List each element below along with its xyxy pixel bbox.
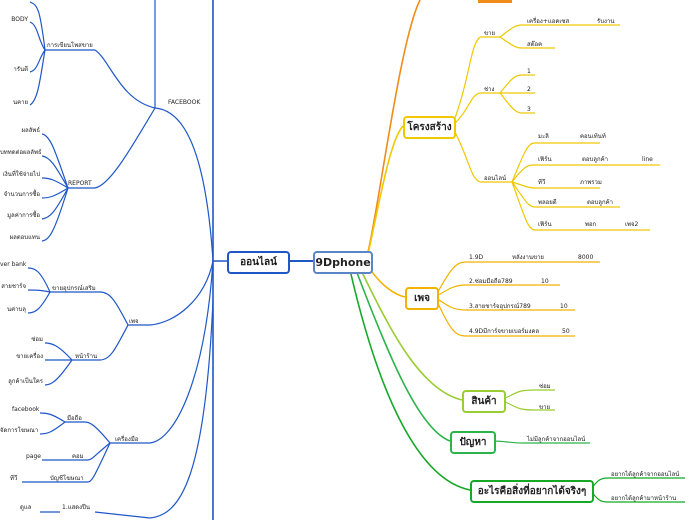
- ads-account-label[interactable]: บัญชีโฆษณา: [50, 475, 84, 482]
- page-row-name[interactable]: 3.สายชาร์จอุปกรณ์789: [469, 303, 531, 310]
- goal-item[interactable]: อยากได้ลูกค้าจากออนไลน์: [611, 471, 680, 478]
- writing-item[interactable]: ารันตี: [13, 66, 28, 73]
- page-row-val[interactable]: 50: [562, 328, 570, 335]
- problem-node[interactable]: ปัญหา: [450, 431, 496, 454]
- accessories-item[interactable]: ver bank: [0, 261, 27, 268]
- team-role[interactable]: คอนเท้นท์: [580, 133, 606, 140]
- facebook-label[interactable]: FACEBOOK: [168, 99, 201, 106]
- accessories-item[interactable]: นค่าบลุ: [7, 306, 26, 313]
- report-item[interactable]: จำนวนการซื้อ: [3, 191, 40, 198]
- team-role[interactable]: ภาพรวม: [580, 179, 602, 186]
- goals-node[interactable]: อะไรคือสิ่งที่อยากได้จริงๆ: [470, 480, 594, 503]
- mobile-label[interactable]: มือถือ: [67, 415, 82, 422]
- pages-node[interactable]: เพจ: [405, 287, 439, 310]
- team-channel[interactable]: line: [642, 156, 653, 163]
- bottom-branch-label[interactable]: 1.แสดงปืน: [62, 504, 90, 511]
- mobile-item[interactable]: facebook: [12, 406, 40, 413]
- team-role[interactable]: ตอบลูกค้า: [587, 199, 614, 206]
- goal-item[interactable]: อยากได้ลูกค้ามาหน้าร้าน: [611, 495, 677, 502]
- page-left-label[interactable]: เพจ: [129, 318, 139, 325]
- storefront-item[interactable]: ลูกค้าเป็นใคร: [8, 378, 43, 385]
- computer-item[interactable]: page: [26, 453, 41, 460]
- report-item[interactable]: ผลตอบแทน: [9, 234, 40, 241]
- team-member[interactable]: ทีวี: [538, 179, 546, 186]
- problem-item[interactable]: ไม่มีลูกค้าจากออนไลน์: [527, 436, 586, 443]
- report-item[interactable]: มูลค่าการซื้อ: [7, 212, 40, 219]
- mobile-item[interactable]: จัดการโฆษณา: [0, 427, 39, 434]
- sales-label[interactable]: ขาย: [484, 30, 495, 37]
- root-node[interactable]: 9Dphone: [313, 251, 373, 274]
- tech-item[interactable]: 1: [527, 68, 531, 75]
- ads-account-item[interactable]: ทีวี: [10, 475, 18, 482]
- tech-item[interactable]: 2: [527, 86, 531, 93]
- tools-label[interactable]: เครื่องมือ: [115, 436, 139, 443]
- report-item[interactable]: เงินที่ใช้จ่ายไป: [2, 171, 40, 178]
- product-item[interactable]: ขาย: [539, 404, 550, 411]
- writing-label[interactable]: การเขียนโพสขาย: [47, 42, 93, 49]
- storefront-item[interactable]: ขายเครื่อง: [16, 353, 43, 360]
- page-row-mid[interactable]: หลังงานขาย: [512, 254, 544, 261]
- team-member[interactable]: มะลิ: [538, 133, 549, 140]
- storefront-item[interactable]: ซ่อม: [31, 336, 43, 343]
- sales-item[interactable]: เครื่อง+แอคเซส: [527, 18, 570, 25]
- product-node[interactable]: สินค้า: [462, 390, 506, 413]
- page-row-name[interactable]: 4.9Dมีการ์จขายเบอร์มงคล: [469, 328, 540, 335]
- team-member[interactable]: เฟิร์น: [538, 156, 552, 163]
- page-row-val[interactable]: 10: [541, 278, 549, 285]
- sales-item[interactable]: สต๊อค: [527, 41, 543, 48]
- online-node[interactable]: ออนไลน์: [227, 251, 290, 274]
- page-row-val[interactable]: 10: [560, 303, 568, 310]
- team-role[interactable]: พอก: [585, 221, 597, 228]
- structure-node[interactable]: โครงสร้าง: [403, 116, 456, 139]
- sales-extra[interactable]: รับงาน: [597, 18, 615, 25]
- storefront-label[interactable]: หน้าร้าน: [75, 353, 98, 360]
- page-row-name[interactable]: 1.9D: [469, 254, 484, 261]
- team-role[interactable]: ตอบลูกค้า: [582, 156, 609, 163]
- report-label[interactable]: REPORT: [68, 180, 92, 187]
- team-channel[interactable]: เพจ2: [625, 221, 639, 228]
- orange-branch-stub: [478, 0, 512, 3]
- tech-label[interactable]: ช่าง: [484, 86, 495, 93]
- writing-item[interactable]: BODY: [11, 16, 28, 23]
- writing-item[interactable]: นคาย: [13, 99, 28, 106]
- bottom-branch-item[interactable]: ดูแล: [20, 504, 32, 511]
- page-row-name[interactable]: 2.ซ่อมมือถือ789: [469, 278, 513, 285]
- accessories-item[interactable]: สายชาร์จ: [1, 283, 26, 290]
- team-member[interactable]: เฟิร์น: [538, 221, 552, 228]
- tech-item[interactable]: 3: [527, 106, 531, 113]
- accessories-label[interactable]: ขายอุปกรณ์เสริม: [52, 285, 96, 292]
- page-row-val[interactable]: 8000: [578, 254, 594, 261]
- computer-label[interactable]: คอม: [72, 453, 84, 460]
- report-item[interactable]: ผลลัพธ์: [21, 127, 41, 134]
- team-member[interactable]: พลอยดี: [538, 199, 557, 206]
- report-item[interactable]: บททดต่อผลลัพธ์: [0, 149, 42, 156]
- product-item[interactable]: ซ่อม: [539, 383, 551, 390]
- online-team-label[interactable]: ออนไลน์: [484, 175, 507, 182]
